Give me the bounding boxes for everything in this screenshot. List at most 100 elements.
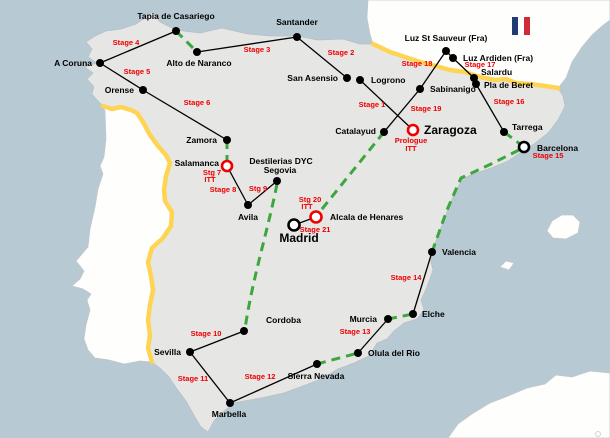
city-dot-orense — [139, 86, 147, 94]
route-stage-13 — [357, 318, 389, 354]
city-label-sierra-nevada: Sierra Nevada — [288, 371, 345, 381]
ibiza-island — [499, 260, 515, 271]
city-dot-zamora — [223, 136, 231, 144]
city-label-salamanca: Salamanca — [175, 158, 220, 168]
france-flag-blue-stripe — [512, 17, 518, 35]
city-label-pla-de-beret: Pla de Beret — [484, 80, 533, 90]
city-label-madrid: Madrid — [279, 231, 318, 245]
stage-label-20-itt: ITT — [301, 202, 313, 211]
stage-label-2: Stage 2 — [328, 48, 355, 57]
stage-label-16: Stage 16 — [494, 97, 525, 106]
city-marker-alcala-itt — [309, 210, 323, 224]
city-label-cordoba: Cordoba — [266, 315, 301, 325]
city-label-avila: Avila — [238, 212, 258, 222]
city-label-tarrega: Tarrega — [512, 122, 543, 132]
stage-label-9: Stg 9 — [249, 184, 267, 193]
stage-label-10: Stage 10 — [191, 329, 222, 338]
city-label-marbella: Marbella — [212, 409, 247, 419]
transfer-catalayud-alcala — [316, 131, 386, 215]
transfer-segovia-cordoba — [243, 183, 279, 330]
city-dot-san-asensio — [343, 74, 351, 82]
transfer-valencia-barcelona-tarrega — [430, 130, 527, 253]
city-label-olula-del-rio: Olula del Rio — [368, 348, 420, 358]
stage-label-5: Stage 5 — [124, 67, 151, 76]
stage-label-11: Stage 11 — [178, 374, 208, 383]
route-stage-8 — [226, 165, 249, 206]
city-marker-madrid — [287, 218, 301, 232]
city-marker-salamanca-itt — [220, 159, 234, 173]
city-label-alcala-de-henares: Alcala de Henares — [330, 212, 404, 222]
route-stage-14 — [412, 251, 433, 315]
stage-label-3: Stage 3 — [244, 45, 271, 54]
city-label-orense: Orense — [105, 85, 135, 95]
city-label-san-asensio: San Asensio — [287, 73, 338, 83]
transfer-sierranevada-olula — [316, 351, 359, 366]
route-stage-5 — [99, 62, 144, 91]
city-label-a-coruna: A Coruna — [54, 58, 92, 68]
city-label-luz-ardiden: Luz Ardiden (Fra) — [463, 53, 533, 63]
stage-label-8: Stage 8 — [210, 185, 237, 194]
route-stage-6 — [142, 89, 228, 141]
stage-label-20: Stg 20 — [299, 195, 322, 204]
stage-label-14: Stage 14 — [391, 273, 423, 282]
small-island — [595, 431, 601, 437]
city-label-tapia-de-casariego: Tapia de Casariego — [137, 11, 214, 21]
stage-label-6: Stage 6 — [184, 98, 211, 107]
city-dot-marbella — [226, 399, 234, 407]
city-label-murcia: Murcia — [350, 314, 378, 324]
city-marker-barcelona — [517, 140, 531, 154]
route-stage-12 — [229, 363, 318, 404]
city-label-segovia-dyc-line1: Destilerias DYC — [249, 156, 312, 166]
stage-label-19: Stage 19 — [411, 104, 442, 113]
city-label-elche: Elche — [422, 309, 445, 319]
city-marker-zaragoza-itt — [406, 123, 420, 137]
city-label-logrono: Logrono — [371, 75, 405, 85]
city-label-zaragoza: Zaragoza — [424, 123, 477, 137]
city-dot-luz-ardiden — [449, 54, 457, 62]
city-label-segovia-dyc-line2: Segovia — [264, 165, 297, 175]
stage-label-21: Stage 21 — [300, 225, 331, 234]
city-label-luz-st-sauveur: Luz St Sauveur (Fra) — [405, 33, 488, 43]
stage-label-12: Stage 12 — [245, 372, 276, 381]
route-stage-9 — [247, 180, 278, 206]
city-dot-olula-del-rio — [354, 349, 362, 357]
stage-label-4: Stage 4 — [113, 38, 141, 47]
city-dot-tarrega — [500, 128, 508, 136]
city-dot-sierra-nevada — [313, 360, 321, 368]
route-stage-19 — [383, 88, 421, 133]
city-dot-sabinanigo — [416, 85, 424, 93]
route-stage-11 — [189, 351, 231, 404]
city-dot-pla-de-beret — [472, 80, 480, 88]
route-stage-1 — [359, 79, 414, 131]
city-dot-logrono — [356, 76, 364, 84]
city-label-alto-de-naranco: Alto de Naranco — [166, 58, 231, 68]
city-dot-elche — [409, 310, 417, 318]
city-label-santander: Santander — [276, 17, 318, 27]
transfer-murcia-elche — [387, 312, 414, 321]
france-flag-red-stripe — [524, 17, 530, 35]
city-label-catalayud: Catalayud — [335, 126, 376, 136]
stage-label-13: Stage 13 — [340, 327, 371, 336]
stage-label-7-itt: ITT — [204, 175, 216, 184]
city-dot-sevilla — [186, 348, 194, 356]
route-stage-17 — [452, 57, 475, 79]
france-flag-white-stripe — [518, 17, 524, 35]
city-label-zamora: Zamora — [186, 135, 217, 145]
city-dot-cordoba — [240, 327, 248, 335]
route-stage-18 — [419, 50, 447, 90]
mallorca-island — [546, 214, 581, 240]
city-dot-catalayud — [380, 128, 388, 136]
route-stage-10 — [189, 330, 245, 353]
route-stage-2 — [296, 36, 348, 79]
stage-label-1: Stage 1 — [359, 100, 386, 109]
city-label-salardu: Salardu — [481, 67, 512, 77]
city-label-sevilla: Sevilla — [154, 347, 181, 357]
stage-label-prologue-itt: ITT — [405, 144, 417, 153]
city-dot-segovia-dyc — [273, 177, 281, 185]
city-dot-alto-de-naranco — [193, 48, 201, 56]
france-flag — [512, 17, 530, 35]
city-dot-murcia — [384, 315, 392, 323]
route-stage-4 — [99, 30, 177, 64]
city-label-valencia: Valencia — [442, 247, 476, 257]
